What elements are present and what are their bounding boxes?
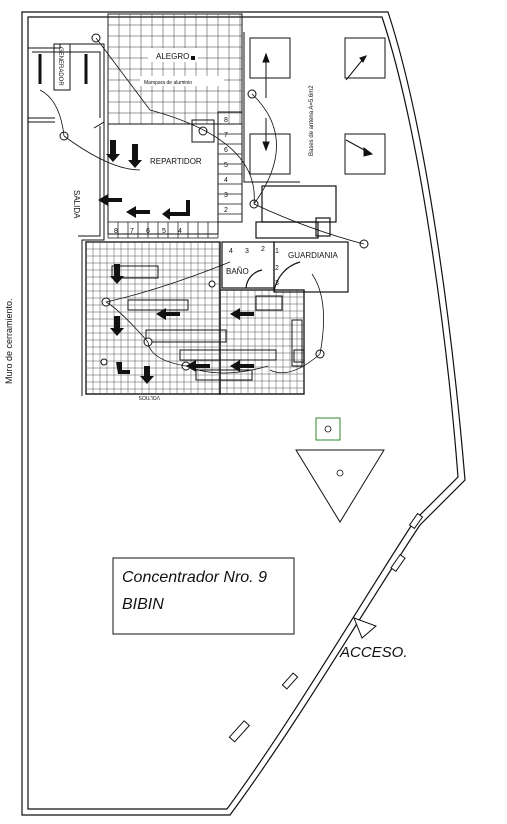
upper-stair-block — [107, 111, 243, 235]
site-boundary — [21, 11, 466, 816]
antenna-base-icon — [249, 37, 291, 79]
stair-number: 2 — [275, 265, 279, 272]
generator-label: GENERADOR — [57, 47, 63, 86]
stair-number: 7 — [224, 132, 228, 139]
stair-number: 3 — [275, 280, 279, 287]
equipment-racks — [111, 265, 305, 381]
antenna-base-icon — [249, 133, 291, 175]
evacuation-arrow-icon — [140, 366, 154, 384]
stair-number: 6 — [224, 147, 228, 154]
evacuation-arrow-icon — [98, 194, 122, 206]
antenna-arrows — [262, 52, 374, 157]
stair-number: 6 — [146, 228, 150, 235]
tower-triangle — [295, 449, 385, 523]
guard-label: GUARDIANIA — [288, 251, 338, 260]
stair-number: 4 — [229, 248, 233, 255]
stair-number: 5 — [224, 162, 228, 169]
antenna-base-icon — [344, 133, 386, 175]
stair-number: 1 — [275, 248, 279, 255]
upper-stair-numbers: 8 7 6 5 4 3 2 — [224, 117, 228, 214]
bath-label: BAÑO — [226, 267, 249, 276]
ceiling-light-icon — [100, 358, 108, 366]
antenna-note: Bases de antena A=5.6m2 — [309, 85, 315, 156]
upper-stair-steps — [107, 123, 242, 239]
stair-number: 4 — [178, 228, 182, 235]
wiring-lines — [39, 37, 365, 374]
access-label: ACCESO. — [339, 644, 408, 661]
mezzanine-label: Mampara de aluminio — [144, 80, 192, 86]
concentrator-name: BIBIN — [122, 596, 164, 613]
stair-number: 3 — [245, 248, 249, 255]
generator-bars — [38, 54, 88, 84]
reparto-label-bg — [146, 155, 212, 167]
gate-markers — [228, 512, 424, 743]
access-triangle-icon — [353, 617, 377, 639]
bath-stair-numbers: 4 3 2 1 2 3 — [229, 246, 279, 287]
mezzanine-label-bg — [140, 76, 224, 86]
evacuation-arrow-icon — [230, 360, 254, 372]
wall-label: Muro de cerramiento. — [4, 298, 14, 384]
bath-guard-rooms — [221, 185, 349, 293]
alegro-label-bg — [148, 48, 198, 62]
stair-number: 3 — [224, 192, 228, 199]
evacuation-arrow-icon — [106, 140, 120, 162]
stair-number: 2 — [261, 246, 265, 253]
evacuation-arrow-icon — [186, 360, 210, 372]
alegro-label: ALEGRO — [156, 52, 189, 61]
evacuation-arrow-icon — [110, 264, 124, 284]
evacuation-arrow-icon — [230, 308, 254, 320]
bottom-small-label: VOLTIOS — [138, 394, 160, 400]
small-equipment-box — [315, 417, 341, 441]
evacuation-arrow-icon — [110, 316, 124, 336]
ceiling-light-icon — [208, 280, 216, 288]
salida-label: SALIDA — [72, 190, 81, 219]
concentrator-title: Concentrador Nro. 9 — [122, 569, 267, 586]
reparto-label: REPARTIDOR — [150, 157, 202, 166]
evacuation-arrow-icon — [156, 308, 180, 320]
stair-number: 8 — [224, 117, 228, 124]
antenna-bases — [243, 32, 386, 183]
antenna-base-icon — [344, 37, 386, 79]
alegro-marker — [191, 56, 195, 60]
stair-number: 4 — [224, 177, 228, 184]
stair-number: 8 — [114, 228, 118, 235]
generator-room — [28, 43, 105, 129]
concentrator-box — [112, 557, 295, 635]
stair-number: 2 — [224, 207, 228, 214]
evacuation-arrows — [98, 140, 254, 384]
lower-stair-numbers: 8 7 6 5 4 — [114, 228, 182, 235]
evacuation-arrow-icon — [126, 206, 150, 218]
stair-number: 7 — [130, 228, 134, 235]
evacuation-arrow-icon — [116, 362, 130, 374]
evacuation-arrow-icon — [128, 144, 142, 168]
evacuation-arrow-icon — [162, 200, 190, 220]
alegro-tile-grid — [107, 13, 242, 125]
stair-number: 5 — [162, 228, 166, 235]
corridor-walls — [78, 122, 105, 396]
